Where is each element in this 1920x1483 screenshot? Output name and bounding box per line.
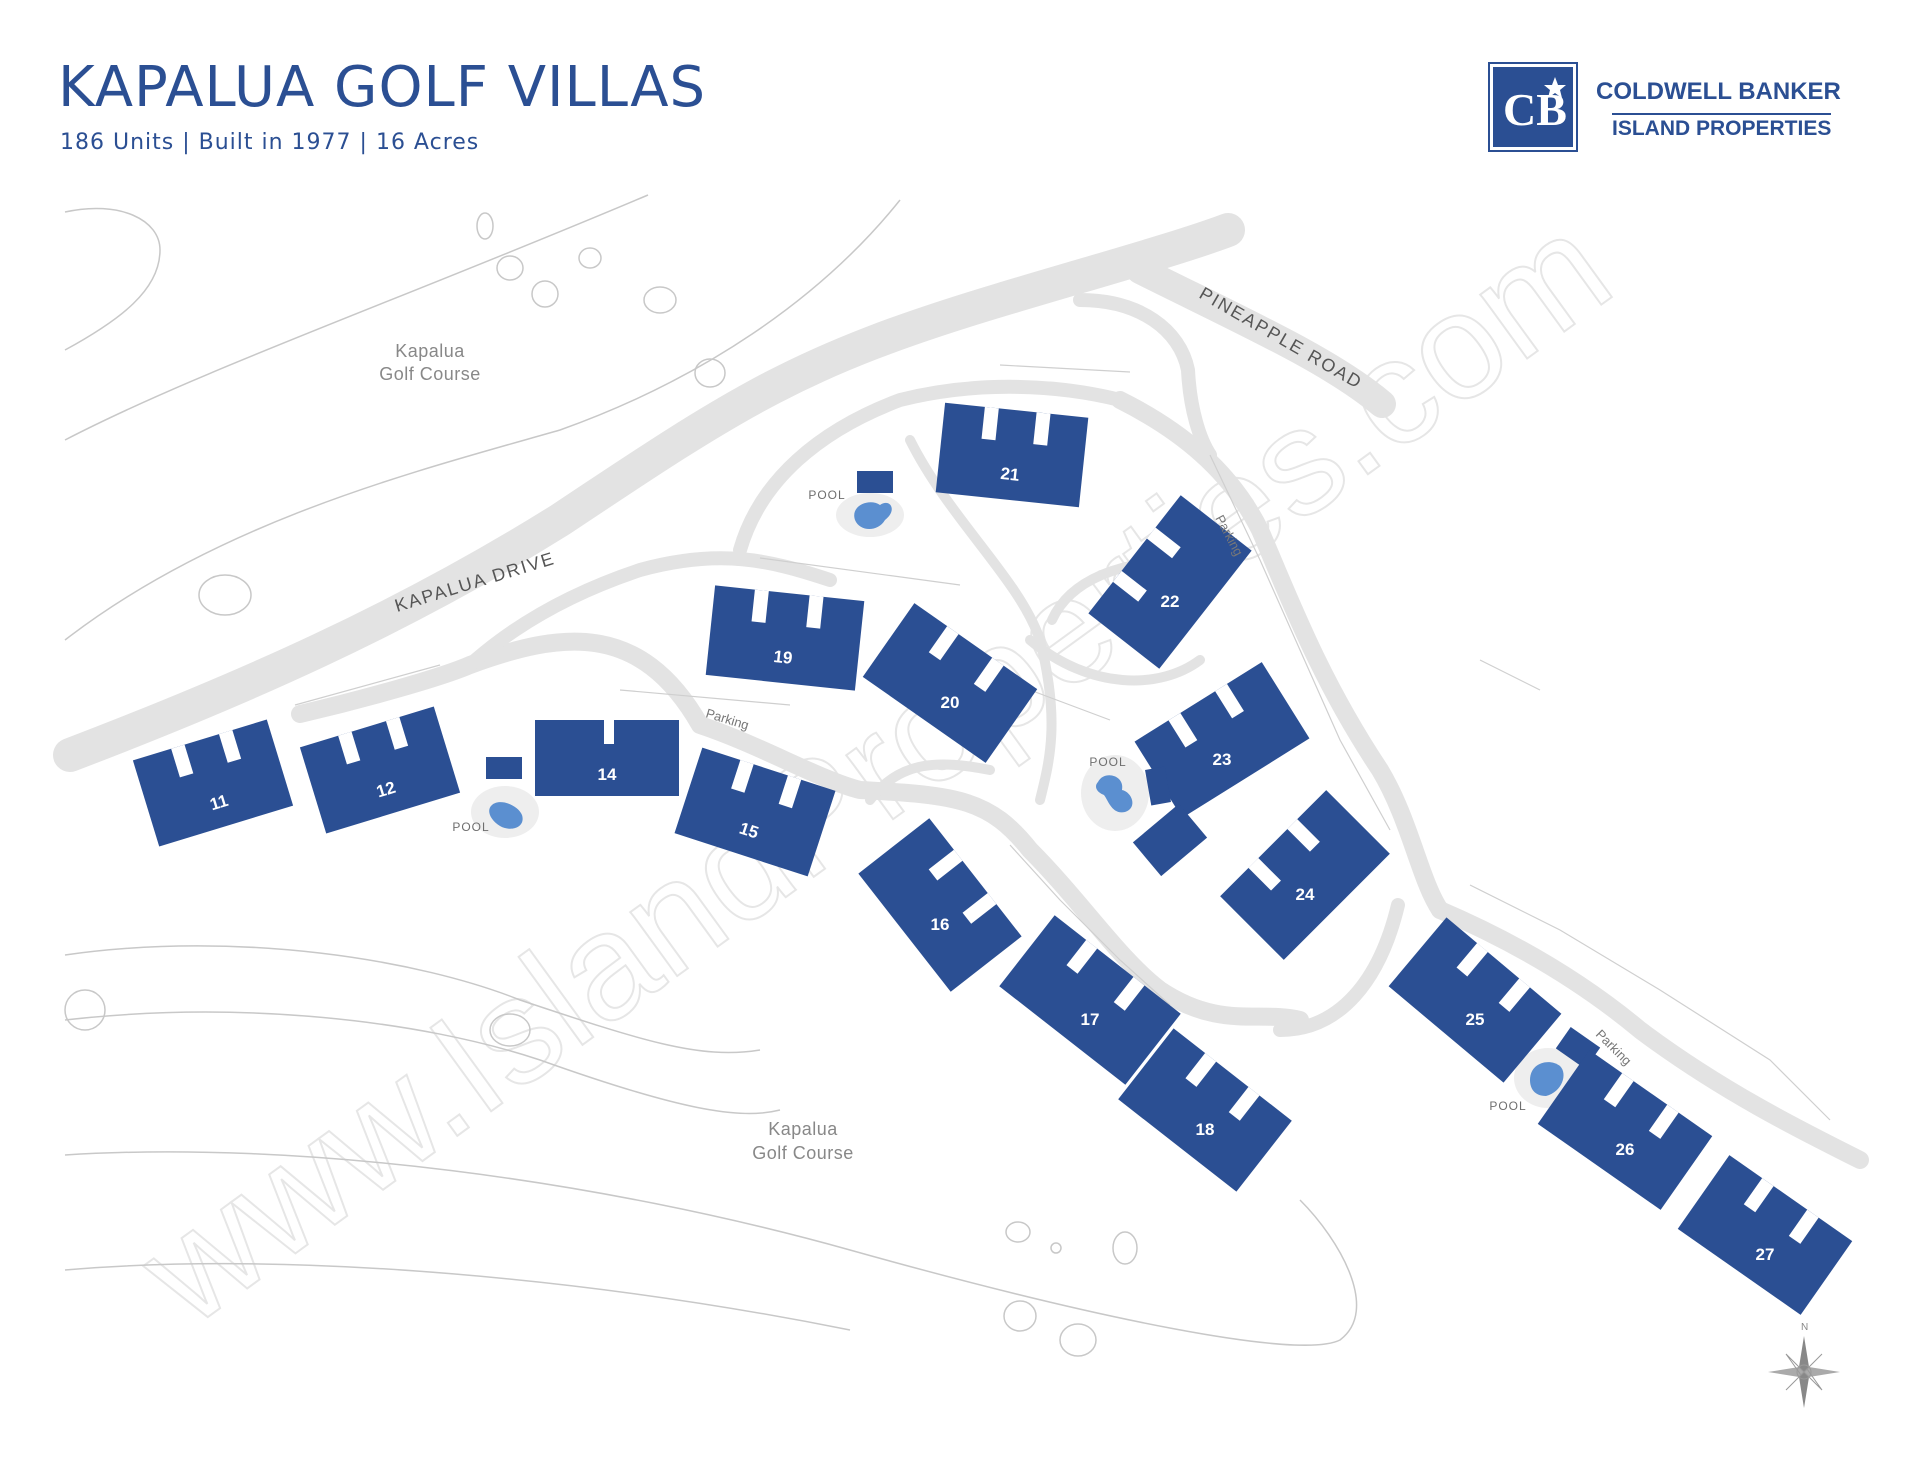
building-26[interactable]: 26 bbox=[1537, 1050, 1713, 1210]
golf-course-bottom-line2: Golf Course bbox=[752, 1143, 854, 1163]
golf-course-top-line1: Kapalua bbox=[395, 341, 465, 361]
pool-2 bbox=[489, 802, 523, 829]
pool-4 bbox=[1530, 1062, 1564, 1096]
brand-name: COLDWELL BANKER bbox=[1596, 78, 1841, 105]
building-21[interactable]: 21 bbox=[935, 402, 1089, 508]
building-23[interactable]: 23 bbox=[1134, 662, 1310, 818]
cb-logo-mark: CB bbox=[1488, 62, 1578, 152]
svg-text:27: 27 bbox=[1756, 1245, 1775, 1264]
brand-logo[interactable]: CB COLDWELL BANKER ISLAND PROPERTIES bbox=[1488, 62, 1870, 156]
pool-label-3: POOL bbox=[1089, 755, 1126, 769]
golf-course-bottom-line1: Kapalua bbox=[768, 1119, 838, 1139]
svg-text:21: 21 bbox=[1000, 464, 1021, 485]
building-11[interactable]: 11 bbox=[132, 719, 294, 847]
kapalua-drive-road bbox=[53, 213, 1245, 772]
building-pool-house-3 bbox=[1132, 803, 1208, 877]
page-subtitle: 186 Units | Built in 1977 | 16 Acres bbox=[60, 130, 480, 155]
building-25[interactable]: 25 bbox=[1388, 917, 1562, 1083]
building-15[interactable]: 15 bbox=[674, 747, 836, 877]
svg-text:11: 11 bbox=[208, 791, 231, 814]
pool-label-4: POOL bbox=[1489, 1099, 1526, 1113]
golf-course-top-line2: Golf Course bbox=[379, 364, 481, 384]
svg-text:19: 19 bbox=[773, 647, 794, 668]
pool-3 bbox=[1096, 775, 1133, 813]
svg-text:22: 22 bbox=[1161, 592, 1180, 611]
svg-text:15: 15 bbox=[737, 819, 761, 843]
building-16[interactable]: 16 bbox=[858, 818, 1022, 992]
svg-text:17: 17 bbox=[1081, 1010, 1100, 1029]
cb-logo-icon: CB bbox=[1503, 77, 1567, 135]
building-14[interactable]: 14 bbox=[535, 720, 679, 796]
svg-text:23: 23 bbox=[1213, 750, 1232, 769]
pool-1 bbox=[854, 502, 892, 529]
roads bbox=[53, 213, 1869, 1169]
svg-text:12: 12 bbox=[374, 778, 398, 802]
svg-text:16: 16 bbox=[931, 915, 950, 934]
svg-text:24: 24 bbox=[1296, 885, 1315, 904]
building-17[interactable]: 17 bbox=[999, 915, 1181, 1085]
svg-text:25: 25 bbox=[1466, 1010, 1485, 1029]
compass-rose-icon: N bbox=[1768, 1322, 1840, 1408]
page-title: KAPALUA GOLF VILLAS bbox=[58, 55, 707, 120]
svg-text:14: 14 bbox=[598, 765, 617, 784]
compass-north-label: N bbox=[1801, 1322, 1808, 1333]
svg-text:26: 26 bbox=[1616, 1140, 1635, 1159]
golf-course-outlines bbox=[64, 194, 1358, 1357]
building-pool-house-2 bbox=[1145, 766, 1171, 806]
building-12[interactable]: 12 bbox=[299, 706, 461, 834]
pineapple-road bbox=[1126, 256, 1396, 418]
building-pool-house-1 bbox=[857, 471, 893, 493]
building-22[interactable]: 22 bbox=[1088, 495, 1252, 669]
building-18[interactable]: 18 bbox=[1118, 1028, 1292, 1192]
building-27[interactable]: 27 bbox=[1677, 1155, 1853, 1315]
building-19[interactable]: 19 bbox=[705, 585, 865, 691]
pool-label-1: POOL bbox=[808, 488, 845, 502]
parking-stalls bbox=[294, 364, 1831, 1121]
buildings: 11 12 14 15 16 17 bbox=[132, 402, 1853, 1315]
svg-text:20: 20 bbox=[941, 693, 960, 712]
pool-label-2: POOL bbox=[452, 820, 489, 834]
building-13-annex bbox=[486, 757, 522, 779]
building-20[interactable]: 20 bbox=[862, 603, 1038, 763]
brand-subname: ISLAND PROPERTIES bbox=[1612, 113, 1832, 141]
star-icon bbox=[1544, 77, 1566, 98]
building-24[interactable]: 24 bbox=[1220, 790, 1390, 960]
svg-text:18: 18 bbox=[1196, 1120, 1215, 1139]
